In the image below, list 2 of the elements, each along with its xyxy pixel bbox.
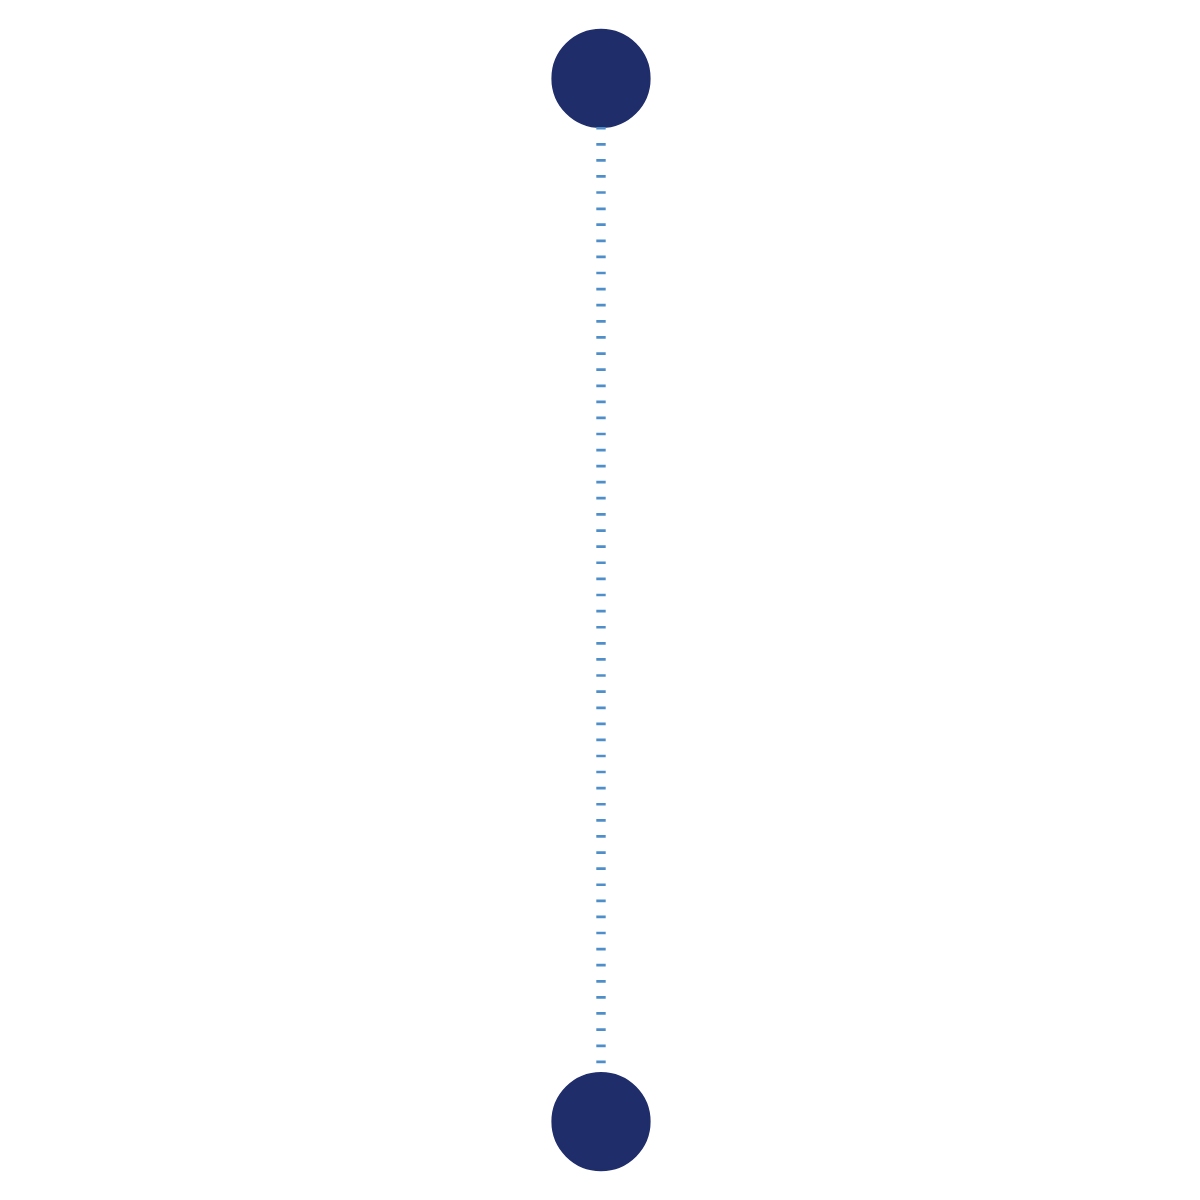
node-circle	[550, 28, 650, 128]
node-circle	[550, 1072, 650, 1172]
